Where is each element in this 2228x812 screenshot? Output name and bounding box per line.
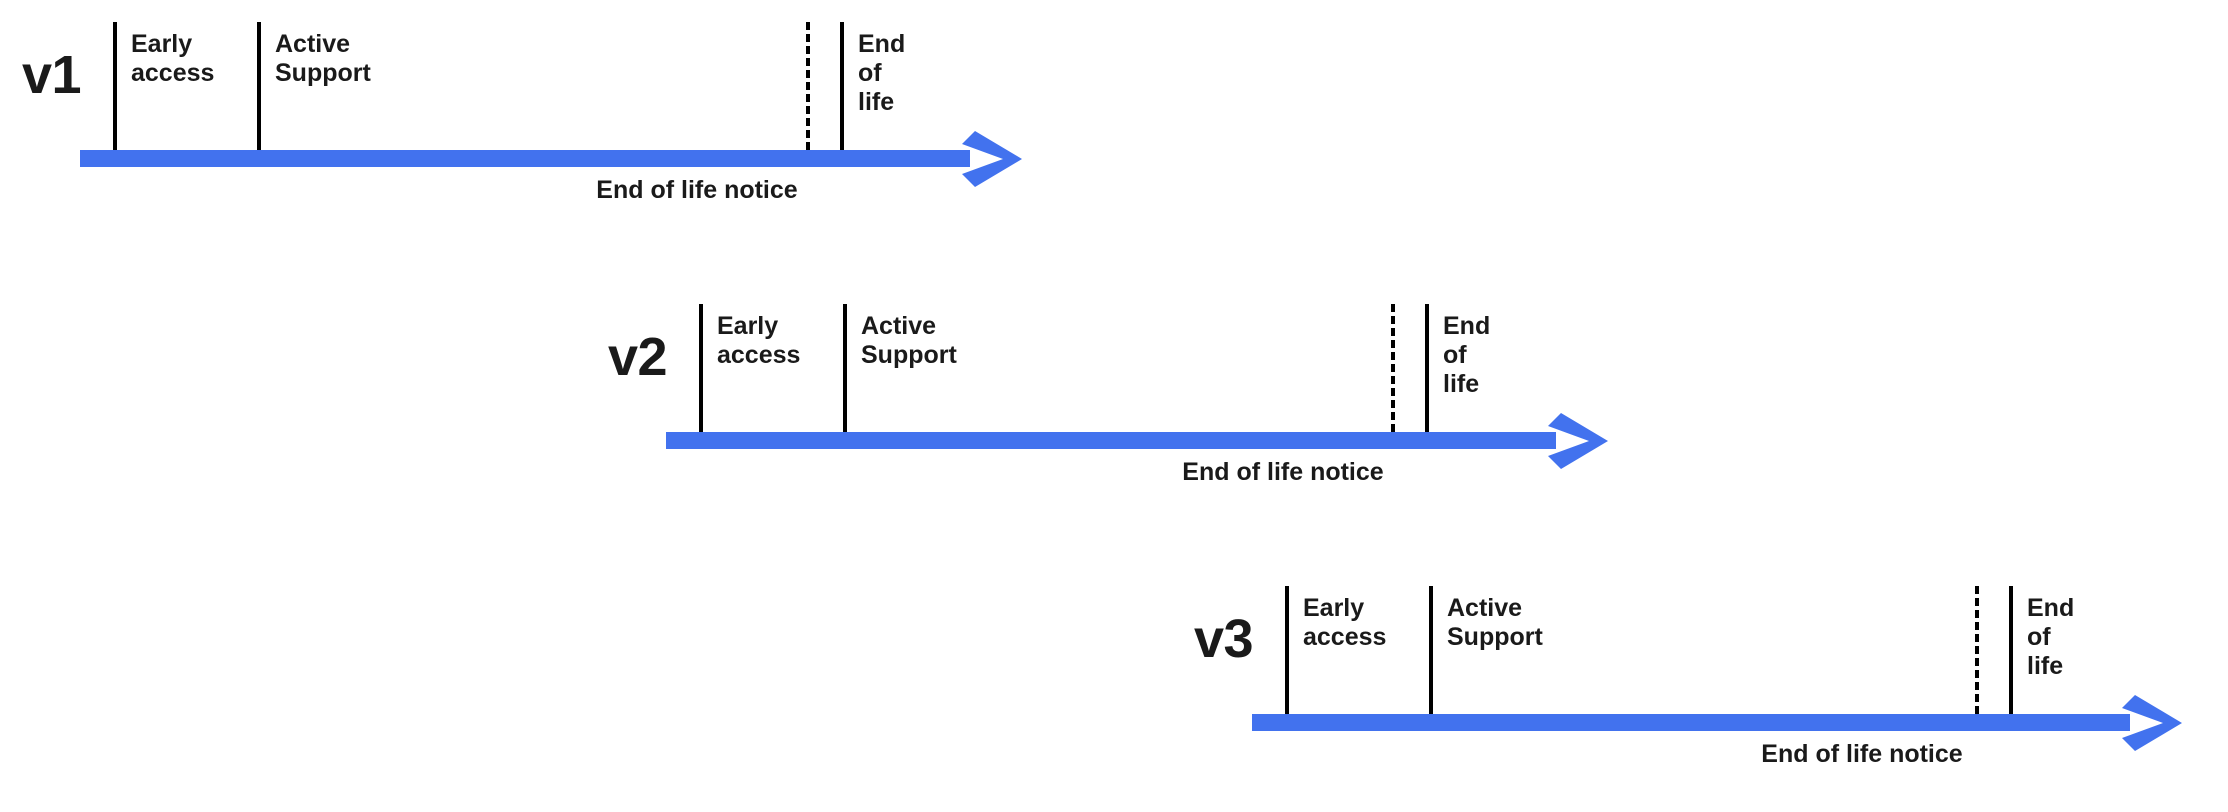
phase-label: Active Support — [1447, 594, 1543, 651]
eol-notice-marker — [1391, 304, 1395, 432]
eol-notice-marker — [806, 22, 810, 150]
phase-label: End of life — [1443, 312, 1491, 398]
eol-notice-label: End of life notice — [1182, 458, 1384, 486]
phase-label: Active Support — [861, 312, 957, 369]
phase-label: End of life — [858, 30, 906, 116]
phase-divider — [1285, 586, 1289, 714]
phase-divider — [1429, 586, 1433, 714]
version-label: v1 — [22, 45, 82, 105]
phase-divider — [2009, 586, 2013, 714]
eol-notice-marker — [1975, 586, 1979, 714]
phase-divider — [840, 22, 844, 150]
phase-divider — [257, 22, 261, 150]
phase-label: Early access — [1303, 594, 1387, 651]
eol-notice-label: End of life notice — [596, 176, 798, 204]
phase-label: End of life — [2027, 594, 2075, 680]
phase-label: Early access — [717, 312, 801, 369]
phase-divider — [843, 304, 847, 432]
eol-notice-label: End of life notice — [1761, 740, 1963, 768]
phase-divider — [699, 304, 703, 432]
arrow-head-icon — [962, 131, 1022, 187]
phase-divider — [113, 22, 117, 150]
phase-label: Active Support — [275, 30, 371, 87]
phase-label: Early access — [131, 30, 215, 87]
arrow-head-icon — [2122, 695, 2182, 751]
arrow-head-icon — [1548, 413, 1608, 469]
timeline-bar — [1252, 714, 2130, 731]
phase-divider — [1425, 304, 1429, 432]
timeline-bar — [666, 432, 1556, 449]
version-label: v3 — [1194, 609, 1254, 669]
timeline-bar — [80, 150, 970, 167]
version-label: v2 — [608, 327, 668, 387]
